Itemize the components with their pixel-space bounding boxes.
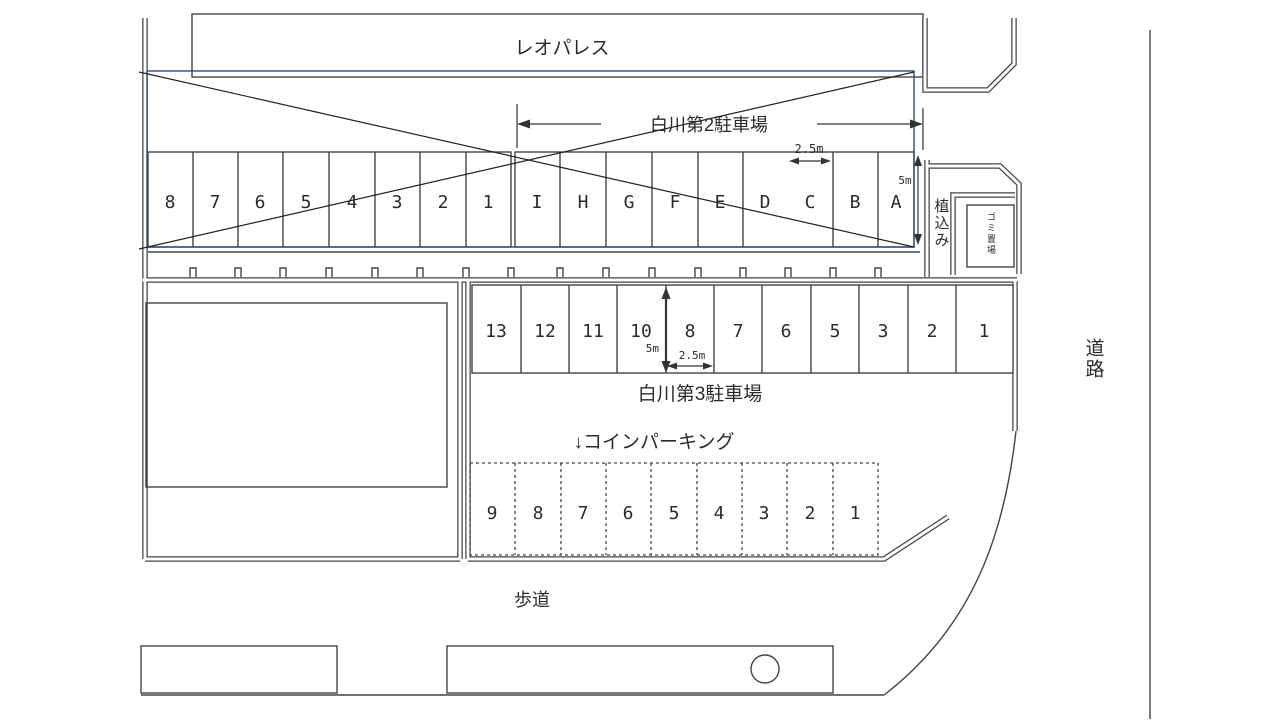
lot2-space-I: I (532, 192, 543, 213)
lot2-space-3: 3 (392, 192, 403, 213)
lot3-width-arrowhead-right (703, 362, 713, 370)
lot2-space-5: 5 (301, 192, 312, 213)
lot2-lettered-row (514, 151, 915, 248)
lot3-space-7: 7 (733, 321, 744, 342)
coin-space-1: 1 (850, 503, 861, 524)
lot2-space-G: G (624, 192, 635, 213)
lot2-lettered-dividers (559, 152, 879, 247)
lot2-space-1: 1 (483, 192, 494, 213)
lot3-width-arrowhead-left (667, 362, 677, 370)
left-block-inner-outline (145, 302, 448, 488)
sidewalk-block-left (140, 645, 338, 694)
lot2-space-2: 2 (438, 192, 449, 213)
lot2-space-A: A (891, 192, 902, 213)
lot3-space-3: 3 (878, 321, 889, 342)
lot3-title: 白川第3駐車場 (638, 383, 763, 405)
lot2-space-6: 6 (255, 192, 266, 213)
road-label: 道路 (1083, 338, 1105, 380)
lot3-space-1: 1 (979, 321, 990, 342)
lot2-space-7: 7 (210, 192, 221, 213)
coin-space-8: 8 (533, 503, 544, 524)
lot2-depth-arrowhead-bottom (914, 234, 922, 245)
lot2-depth-dim-label: 5m (898, 174, 912, 187)
x-mark (138, 71, 915, 250)
lot2-space-4: 4 (347, 192, 358, 213)
lot2-depth-arrowhead-top (914, 155, 922, 166)
lot2-numbered-dividers (192, 152, 467, 247)
manhole-circle (750, 654, 780, 684)
double-line-boundaries-core (142, 18, 1021, 561)
lot2-width-arrowhead-right (821, 157, 831, 165)
lot3-space-2: 2 (927, 321, 938, 342)
sidewalk-label: 歩道 (514, 590, 550, 610)
lot2-space-E: E (715, 192, 726, 213)
garbage-area-outline (966, 204, 1015, 268)
coin-space-9: 9 (487, 503, 498, 524)
highlight-region-box (146, 70, 915, 248)
lot2-width-dim-label: 2.5m (795, 142, 824, 156)
lot3-space-12: 12 (534, 321, 556, 342)
sidewalk-block-right (446, 645, 834, 694)
road-curb-curve (883, 430, 1017, 696)
garbage-label: ゴミ置場 (986, 211, 996, 256)
leopalace-building-outline (191, 13, 924, 78)
lot2-width-arrowhead-left (789, 157, 799, 165)
lot3-row (471, 284, 1014, 374)
coin-parking-title: ↓コインパーキング (574, 431, 735, 453)
coin-space-4: 4 (714, 503, 725, 524)
lot2-space-H: H (578, 192, 589, 213)
lot2-space-D: D (760, 192, 771, 213)
lot2-space-F: F (670, 192, 681, 213)
lot3-depth-dim-label: 5m (646, 342, 660, 355)
coin-space-6: 6 (623, 503, 634, 524)
coin-space-3: 3 (759, 503, 770, 524)
lot3-depth-arrowhead-top (661, 287, 671, 299)
lot3-space-8: 8 (685, 321, 696, 342)
lot2-dim-ticks (516, 104, 924, 150)
lot3-space-13: 13 (485, 321, 507, 342)
coin-space-7: 7 (578, 503, 589, 524)
lot2-title: 白川第2駐車場 (650, 115, 768, 135)
lot3-space-6: 6 (781, 321, 792, 342)
lot2-space-C: C (805, 192, 816, 213)
lot2-space-8: 8 (165, 192, 176, 213)
lot2-dim-arrowhead-right (910, 119, 923, 129)
lot3-width-dim-label: 2.5m (679, 349, 706, 362)
fence-posts (189, 267, 882, 277)
lot3-space-10: 10 (630, 321, 652, 342)
lot2-space-B: B (850, 192, 861, 213)
lot3-space-5: 5 (830, 321, 841, 342)
coin-parking-row (469, 462, 879, 556)
lot2-dim-arrowhead-left (517, 119, 530, 129)
coin-space-5: 5 (669, 503, 680, 524)
lot3-space-11: 11 (582, 321, 604, 342)
lot3-depth-arrowhead-bottom (661, 361, 671, 373)
planting-label: 植込み (933, 198, 950, 249)
coin-space-2: 2 (805, 503, 816, 524)
building-label: レオパレス (514, 38, 609, 59)
